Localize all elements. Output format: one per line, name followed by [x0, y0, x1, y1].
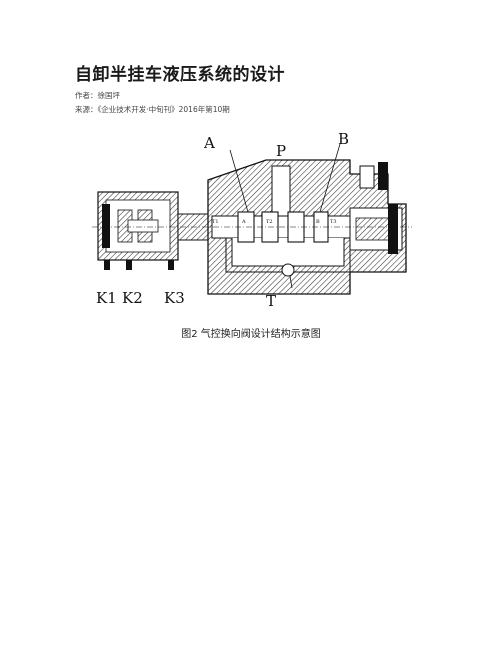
valve-drawing: A P B T K1 K2 K3 T1 T2 T3 A B — [92, 130, 412, 310]
label-small-t3: T3 — [330, 219, 337, 225]
label-b: B — [338, 130, 349, 148]
valve-diagram: A P B T K1 K2 K3 T1 T2 T3 A B — [88, 122, 416, 310]
article-title: 自卸半挂车液压系统的设计 — [75, 65, 285, 85]
label-k1: K1 — [96, 289, 117, 307]
leader-a — [229, 149, 249, 213]
leader-t — [289, 275, 293, 289]
label-small-t2: T2 — [266, 219, 273, 225]
label-t: T — [266, 292, 276, 310]
source-line: 来源：《企业技术开发·中旬刊》2016年第10期 — [75, 105, 230, 114]
label-k3: K3 — [164, 289, 185, 307]
label-k2: K2 — [122, 289, 143, 307]
label-small-b: B — [316, 219, 320, 225]
label-small-a: A — [241, 219, 246, 225]
leader-b — [319, 143, 341, 213]
label-small-t1: T1 — [212, 219, 219, 225]
author-line: 作者：徐国坪 — [75, 91, 120, 100]
figure-caption: 图2 气控换向阀设计结构示意图 — [181, 329, 321, 340]
label-p: P — [276, 142, 286, 160]
left-end-cap — [97, 191, 179, 270]
main-valve-body — [207, 159, 407, 295]
label-a: A — [203, 134, 215, 152]
